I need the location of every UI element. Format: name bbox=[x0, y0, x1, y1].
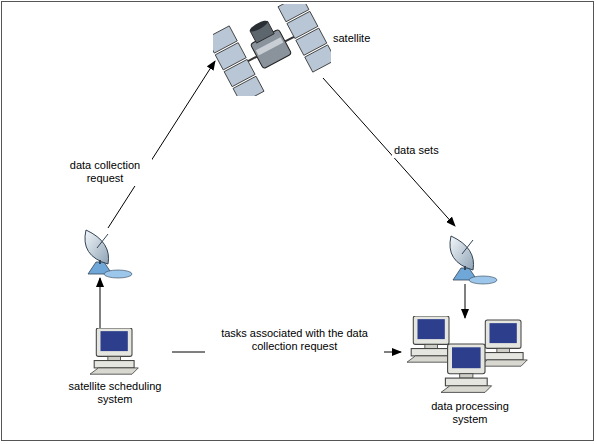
node-label: data processing system bbox=[430, 400, 510, 426]
connector-arrow bbox=[108, 61, 215, 228]
computer-icon bbox=[50, 328, 180, 376]
computer-node: satellite scheduling system bbox=[50, 328, 180, 406]
edge-label: data sets bbox=[392, 143, 476, 158]
antenna-dish bbox=[85, 230, 132, 278]
computer-node: data processing system bbox=[395, 316, 545, 426]
node-label: satellite scheduling system bbox=[65, 380, 165, 406]
connector-arrow bbox=[465, 284, 466, 318]
antenna-dish bbox=[450, 236, 497, 284]
connector-arrow bbox=[100, 278, 101, 330]
computer-icon bbox=[395, 316, 545, 396]
edge-label: data collection request bbox=[58, 158, 152, 186]
node-label: satellite bbox=[333, 32, 370, 45]
satellite-icon bbox=[213, 4, 331, 96]
edge-label: tasks associated with the data collectio… bbox=[205, 326, 384, 354]
satellite-node: satellite bbox=[213, 4, 383, 96]
